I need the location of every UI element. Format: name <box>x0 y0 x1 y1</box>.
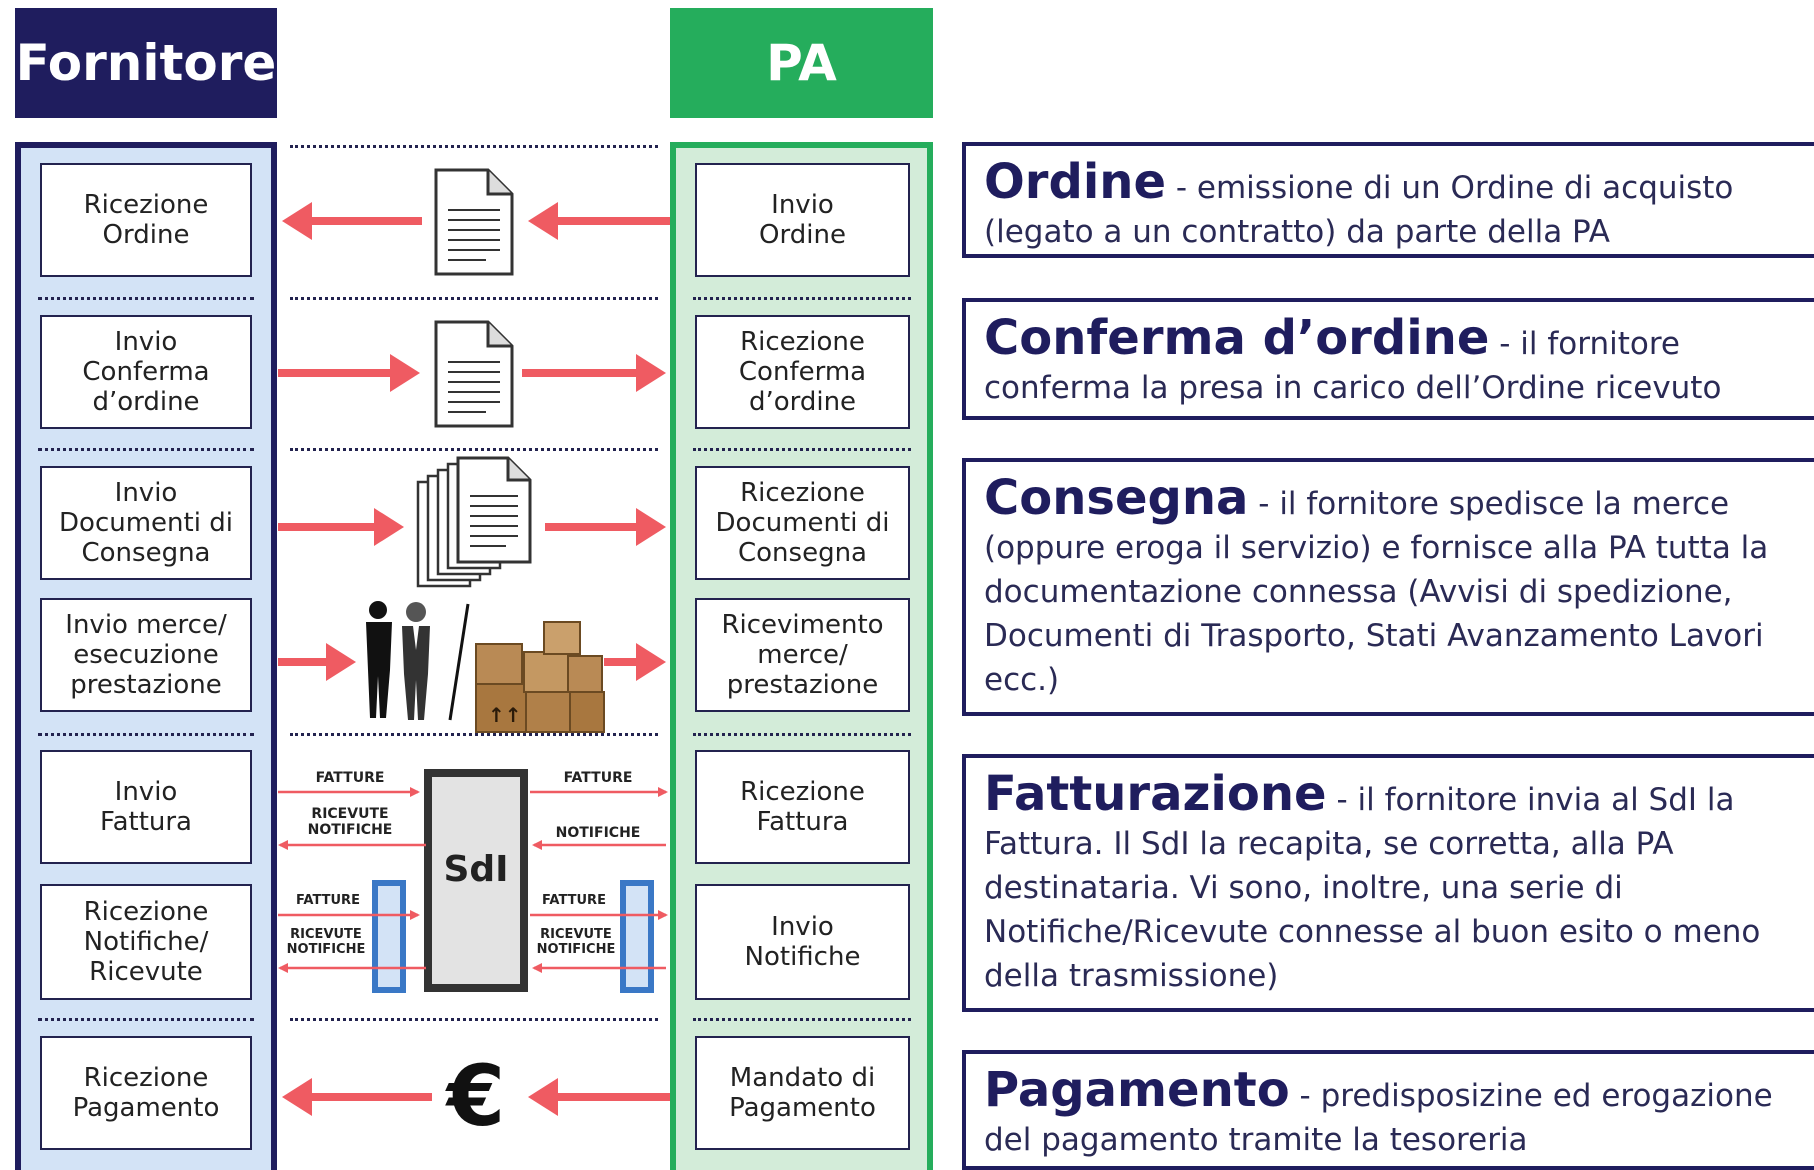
arrow-consegna-right <box>278 508 666 546</box>
separator <box>290 733 658 736</box>
separator <box>290 297 658 300</box>
desc-text: - emissione di un Ordine di acquisto (le… <box>984 170 1734 250</box>
document-icon <box>434 168 514 276</box>
connector-bar-right <box>620 880 654 993</box>
document-icon <box>434 320 514 428</box>
separator <box>38 297 254 300</box>
document-stack-icon <box>416 456 532 588</box>
step-invio-documenti-consegna: Invio Documenti di Consegna <box>40 466 252 580</box>
svg-text:↑↑: ↑↑ <box>488 703 522 727</box>
label-ricevute-notifiche: RICEVUTE NOTIFICHE <box>536 927 616 957</box>
desc-title: Pagamento <box>984 1062 1290 1118</box>
desc-title: Consegna <box>984 470 1249 526</box>
separator <box>290 1018 658 1021</box>
arrow-ordine-left <box>282 202 670 240</box>
separator <box>290 448 658 451</box>
separator <box>38 448 254 451</box>
step-ricezione-conferma-ordine: Ricezione Conferma d’ordine <box>695 315 910 429</box>
header-fornitore: Fornitore <box>15 8 277 118</box>
step-ricezione-documenti-consegna: Ricezione Documenti di Consegna <box>695 466 910 580</box>
desc-title: Ordine <box>984 154 1167 210</box>
step-invio-fattura: Invio Fattura <box>40 750 252 864</box>
sdi-block <box>424 769 528 992</box>
people-icon <box>366 601 470 721</box>
desc-fatturazione: Fatturazione - il fornitore invia al SdI… <box>962 754 1814 1012</box>
desc-title: Conferma d’ordine <box>984 310 1490 366</box>
euro-icon: € <box>446 1047 506 1145</box>
label-fatture: FATTURE <box>296 893 360 908</box>
sdi-label: SdI <box>443 849 509 890</box>
desc-text: - predisposizine ed erogazione del pagam… <box>984 1078 1773 1158</box>
desc-title: Fatturazione <box>984 766 1327 822</box>
separator <box>693 448 911 451</box>
label-ricevute-notifiche: RICEVUTE NOTIFICHE <box>307 806 393 838</box>
desc-consegna: Consegna - il fornitore spedisce la merc… <box>962 458 1814 716</box>
desc-ordine: Ordine - emissione di un Ordine di acqui… <box>962 142 1814 258</box>
arrow-pagamento-left <box>282 1078 670 1116</box>
separator <box>693 1018 911 1021</box>
step-invio-notifiche: Invio Notifiche <box>695 884 910 1000</box>
separator <box>693 297 911 300</box>
label-fatture: FATTURE <box>563 770 633 786</box>
label-ricevute-notifiche: RICEVUTE NOTIFICHE <box>286 927 366 957</box>
desc-text: - il fornitore conferma la presa in cari… <box>984 326 1722 406</box>
sdi-arrows <box>278 787 668 973</box>
arrow-conferma-right <box>278 354 666 392</box>
step-mandato-pagamento: Mandato di Pagamento <box>695 1036 910 1150</box>
step-ricezione-notifiche: Ricezione Notifiche/ Ricevute <box>40 884 252 1000</box>
desc-conferma: Conferma d’ordine - il fornitore conferm… <box>962 298 1814 420</box>
step-invio-conferma-ordine: Invio Conferma d’ordine <box>40 315 252 429</box>
separator <box>693 733 911 736</box>
desc-pagamento: Pagamento - predisposizine ed erogazione… <box>962 1050 1814 1170</box>
header-pa: PA <box>670 8 933 118</box>
label-notifiche: NOTIFICHE <box>555 825 641 841</box>
separator <box>290 145 658 148</box>
desc-text: - il fornitore invia al SdI la Fattura. … <box>984 782 1761 994</box>
step-ricezione-pagamento: Ricezione Pagamento <box>40 1036 252 1150</box>
separator <box>38 1018 254 1021</box>
desc-text: - il fornitore spedisce la merce (oppure… <box>984 486 1769 698</box>
separator <box>38 733 254 736</box>
connector-bar-left <box>372 880 406 993</box>
boxes-icon: ↑↑ <box>475 621 605 733</box>
label-fatture: FATTURE <box>315 770 385 786</box>
step-ricezione-ordine: Ricezione Ordine <box>40 163 252 277</box>
step-invio-merce: Invio merce/ esecuzione prestazione <box>40 598 252 712</box>
step-ricevimento-merce: Ricevimento merce/ prestazione <box>695 598 910 712</box>
step-invio-ordine: Invio Ordine <box>695 163 910 277</box>
label-fatture: FATTURE <box>542 893 606 908</box>
step-ricezione-fattura: Ricezione Fattura <box>695 750 910 864</box>
arrow-merce-right <box>278 643 666 681</box>
